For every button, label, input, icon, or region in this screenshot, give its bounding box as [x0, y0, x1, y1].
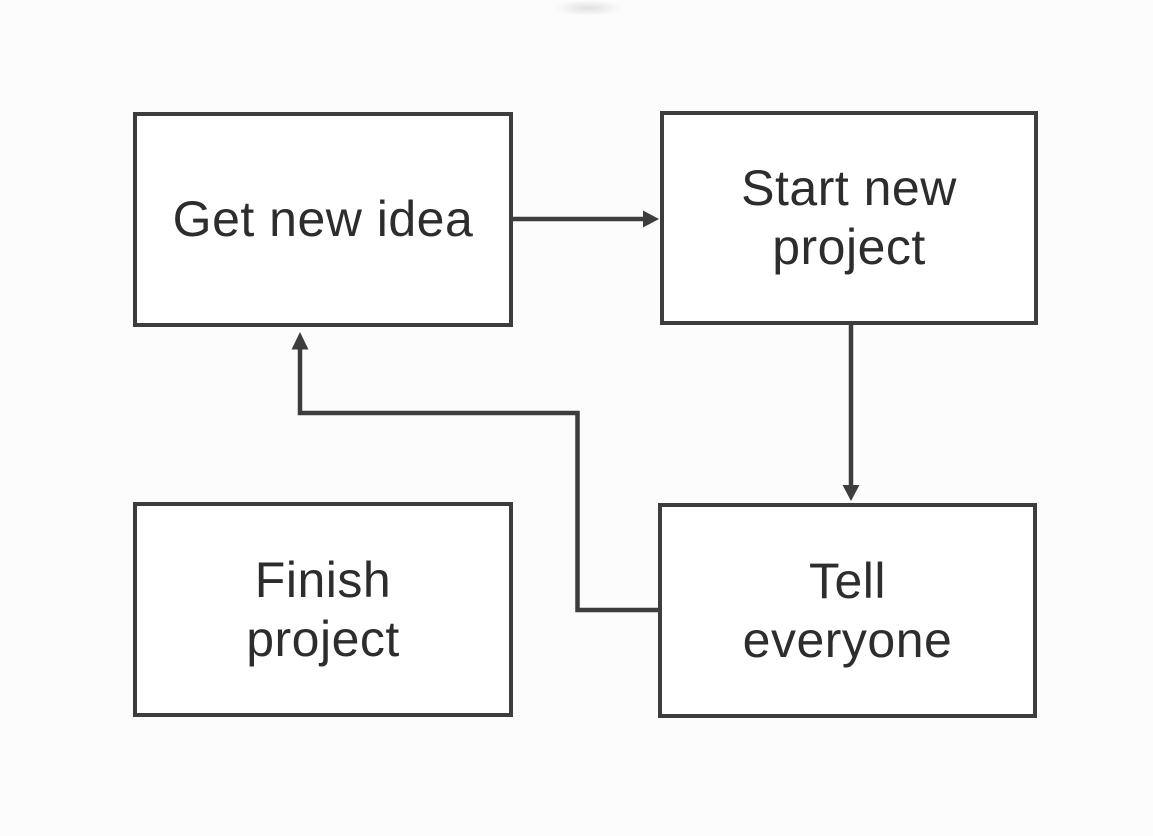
node-finish-project-label: Finish project [246, 551, 400, 667]
node-get-new-idea: Get new idea [133, 112, 513, 327]
node-start-new-project: Start new project [660, 111, 1038, 325]
arrowhead-into-start-new-project [643, 210, 659, 228]
node-tell-everyone: Tell everyone [658, 503, 1037, 718]
node-finish-project: Finish project [133, 502, 513, 717]
node-get-new-idea-label: Get new idea [172, 191, 474, 247]
arrowhead-into-get-new-idea [291, 332, 309, 350]
arrowhead-into-tell-everyone [842, 485, 860, 501]
scan-artifact-smudge [552, 0, 624, 16]
node-tell-everyone-label: Tell everyone [742, 552, 953, 668]
node-start-new-project-label: Start new project [741, 160, 957, 275]
